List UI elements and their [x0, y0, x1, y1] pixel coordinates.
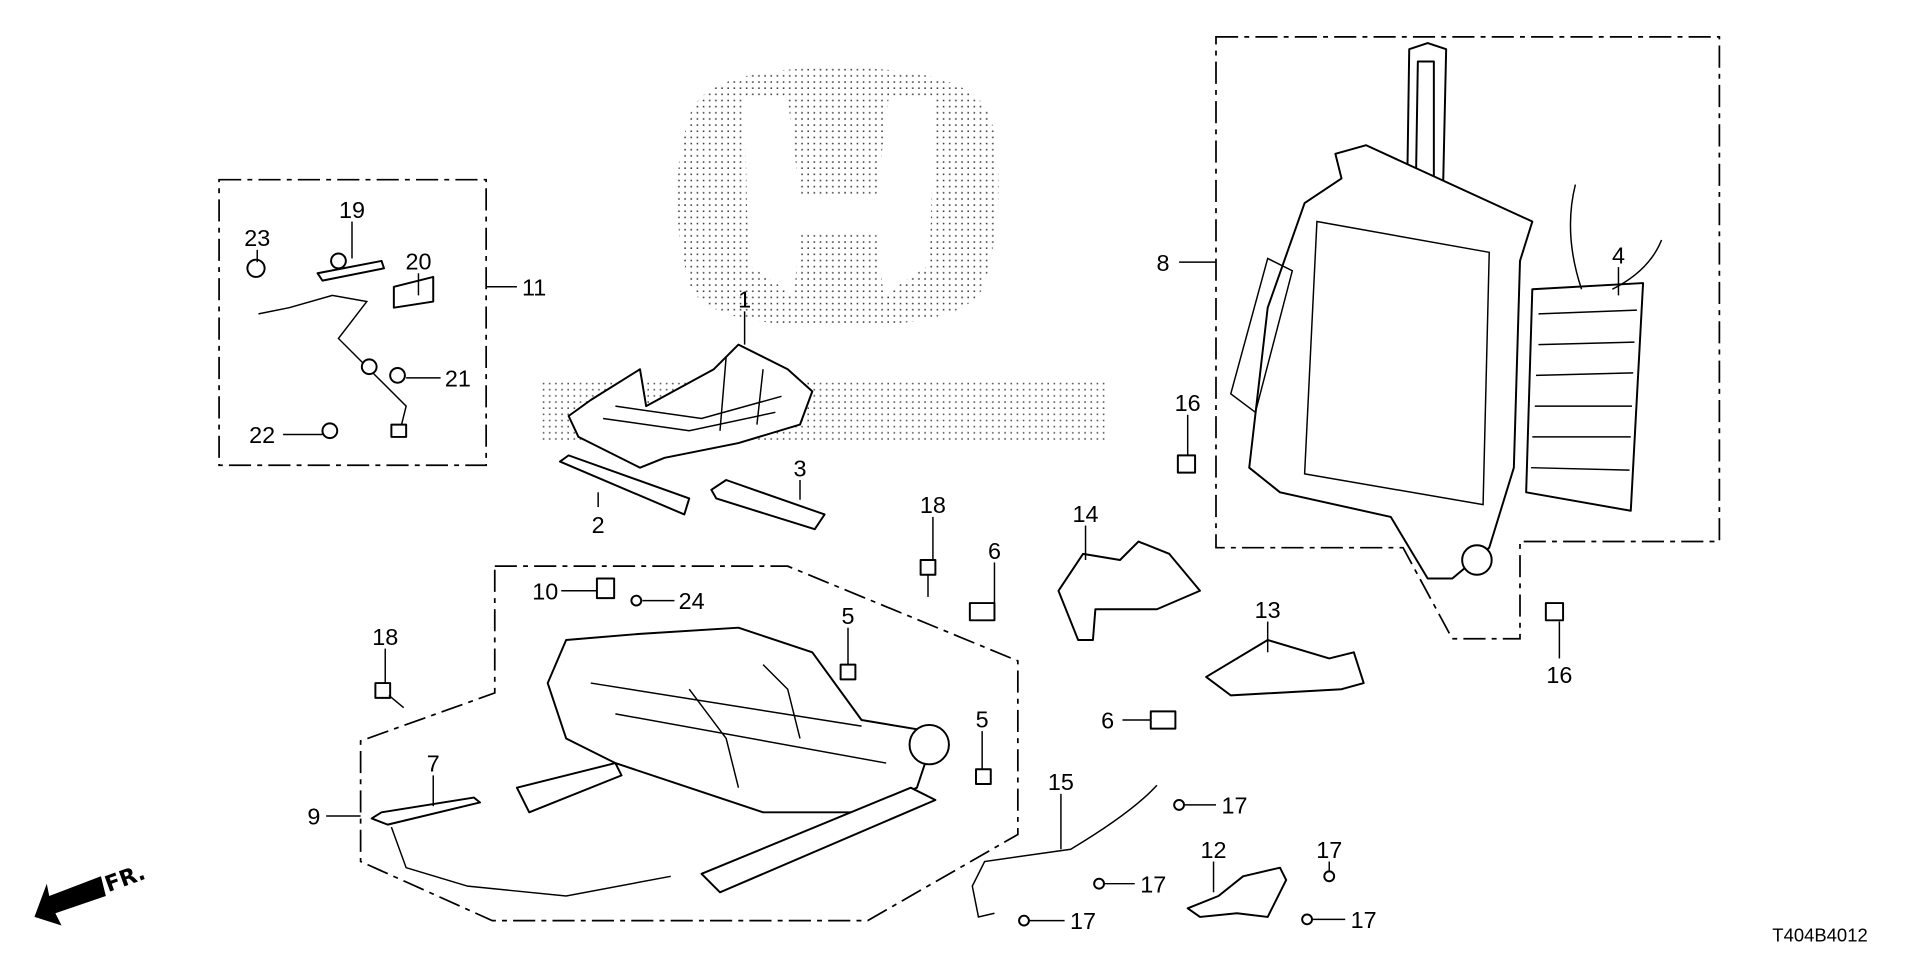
- callout-24: 24: [679, 588, 705, 614]
- callout-17: 17: [1351, 907, 1377, 933]
- cushion-frame-assembly: [515, 626, 950, 894]
- callout-20: 20: [405, 249, 431, 275]
- callout-6: 6: [1101, 708, 1114, 734]
- fasteners: [374, 454, 1565, 927]
- callout-17: 17: [1221, 793, 1247, 819]
- callout-18: 18: [372, 624, 398, 650]
- callout-5: 5: [976, 706, 989, 732]
- callout-3: 3: [793, 455, 806, 481]
- callout-18: 18: [920, 492, 946, 518]
- harness-15: [971, 784, 1158, 918]
- bracket-12: [1186, 866, 1288, 918]
- callout-12: 12: [1201, 837, 1227, 863]
- callout-17: 17: [1140, 871, 1166, 897]
- group-box-11: [218, 178, 488, 467]
- direction-label: FR.: [101, 859, 148, 897]
- leader-lines: [256, 221, 1620, 922]
- callout-17: 17: [1316, 837, 1342, 863]
- callout-14: 14: [1073, 501, 1099, 527]
- diagram-code: T404B4012: [1772, 925, 1867, 946]
- callout-22: 22: [249, 422, 275, 448]
- callout-16: 16: [1546, 662, 1572, 688]
- group-box-8: [1215, 36, 1721, 640]
- callout-11: 11: [522, 274, 546, 300]
- front-direction-indicator: FR.: [34, 859, 149, 926]
- lumbar-support-4: [1525, 184, 1663, 512]
- callout-1: 1: [738, 287, 751, 313]
- callout-19: 19: [339, 197, 365, 223]
- callout-21: 21: [445, 365, 471, 391]
- callouts: 1 2 3 4 5 5 6 6 7 8 9 10 11 12 13 14 15 …: [244, 197, 1625, 934]
- side-cover-14: [1057, 540, 1201, 641]
- callout-8: 8: [1157, 250, 1170, 276]
- callout-15: 15: [1048, 769, 1074, 795]
- seat-cushion-pan: [567, 343, 814, 469]
- rail-cover-2: [559, 454, 691, 516]
- callout-9: 9: [307, 804, 320, 830]
- wire-7: [370, 796, 671, 897]
- callout-10: 10: [532, 578, 558, 604]
- callout-13: 13: [1255, 597, 1281, 623]
- rail-cover-3: [710, 479, 826, 531]
- group-box-9: [359, 565, 1019, 922]
- callout-17: 17: [1070, 908, 1096, 934]
- callout-5: 5: [841, 603, 854, 629]
- callout-6: 6: [988, 538, 1001, 564]
- arrow-left-icon: [34, 876, 106, 926]
- callout-2: 2: [592, 512, 605, 538]
- callout-16: 16: [1175, 390, 1201, 416]
- seat-back-frame: [1229, 42, 1534, 580]
- cover-13: [1205, 639, 1365, 697]
- callout-4: 4: [1612, 242, 1625, 268]
- harness-group-11: [246, 252, 435, 440]
- callout-23: 23: [244, 225, 270, 251]
- callout-7: 7: [427, 751, 440, 777]
